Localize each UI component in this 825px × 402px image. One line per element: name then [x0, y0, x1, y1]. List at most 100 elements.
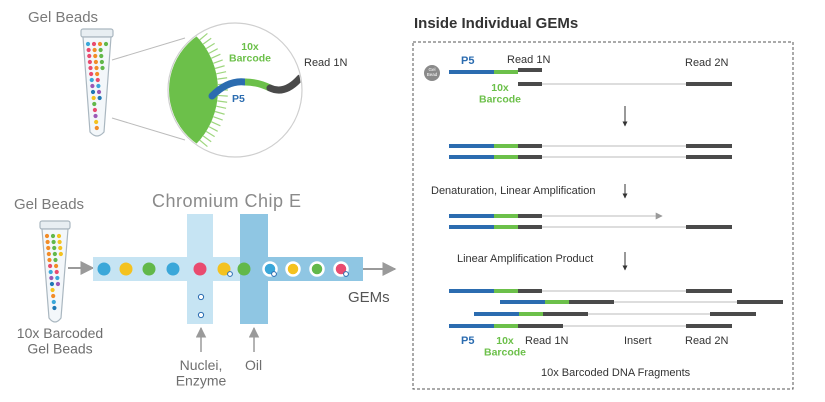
tube-gel-bead	[52, 305, 57, 311]
tube-gel-bead	[50, 287, 55, 293]
step2-label: Denaturation, Linear Amplification	[431, 185, 595, 197]
tube-gel-bead	[50, 233, 56, 239]
tube-gel-bead	[97, 41, 103, 47]
tube-gel-bead	[90, 89, 96, 95]
fragments-read2n-label: Read 2N	[685, 335, 728, 347]
nucleus	[197, 311, 205, 319]
bottom-tube-label: Gel Beads	[14, 196, 84, 213]
tube-gel-bead	[51, 299, 56, 305]
tube-gel-bead	[87, 59, 92, 65]
tube-gel-bead	[92, 47, 97, 53]
tube-gel-bead	[53, 257, 58, 263]
channel-gel-bead	[97, 262, 111, 276]
tube-gel-bead	[58, 245, 63, 251]
step2-construct	[449, 144, 732, 159]
barcoded-fragments	[449, 289, 783, 328]
tube-gel-bead	[95, 71, 100, 77]
tube-gel-bead	[85, 41, 91, 47]
tube-gel-bead	[55, 281, 61, 287]
channel-gel-bead	[119, 262, 133, 276]
nuclei-enzyme-label: Nuclei,Enzyme	[176, 357, 227, 388]
channel-gel-bead	[237, 262, 251, 276]
zoom-oligo-read1n	[266, 74, 301, 94]
gems-detail-box	[412, 41, 794, 390]
tube-gel-bead	[99, 59, 104, 65]
tube-gel-bead	[56, 233, 62, 239]
nucleus	[271, 271, 277, 277]
tube-gel-bead	[49, 275, 54, 281]
tube-gel-bead	[95, 77, 100, 83]
step3-construct	[449, 212, 732, 229]
tube-gel-bead	[49, 281, 55, 287]
tube-gel-bead	[93, 113, 98, 119]
tube-gel-bead	[44, 233, 50, 239]
tube-gel-bead	[91, 95, 96, 101]
nucleus	[197, 293, 205, 301]
tube-gel-bead	[47, 257, 52, 263]
zoom-line-bottom	[111, 117, 186, 141]
zoom-p5-label: P5	[232, 93, 245, 105]
tube-gel-bead	[52, 251, 57, 257]
tube-gel-bead	[98, 47, 103, 53]
tube-gel-bead	[99, 53, 104, 59]
tube-gel-bead	[54, 269, 59, 275]
tube-gel-bead	[86, 47, 91, 53]
fragments-insert-label: Insert	[624, 335, 652, 347]
nucleus	[227, 271, 233, 277]
tube-gel-bead	[51, 293, 56, 299]
tube-gel-bead	[87, 53, 92, 59]
fragments-caption: 10x Barcoded DNA Fragments	[541, 367, 691, 379]
zoom-read1n-label: Read 1N	[304, 57, 347, 69]
tube-gel-bead	[46, 245, 51, 251]
tube-gel-bead	[89, 71, 94, 77]
tube-gel-bead	[94, 65, 99, 71]
tube-gel-bead	[100, 65, 105, 71]
tube-gel-bead	[90, 83, 95, 89]
tube-gel-bead	[57, 239, 62, 245]
tube-gel-bead	[94, 125, 99, 131]
chromium-chip	[93, 214, 363, 324]
step1-read1n-label: Read 1N	[507, 54, 550, 66]
channel-gel-bead	[309, 261, 325, 277]
tube-gel-bead	[58, 251, 63, 257]
step1-construct	[449, 68, 732, 86]
tube-gel-bead	[93, 53, 98, 59]
tube-gel-bead	[93, 59, 98, 65]
tube-gel-bead	[51, 239, 56, 245]
oil-label: Oil	[245, 357, 262, 373]
tube-gel-bead	[89, 77, 94, 83]
chip-title: Chromium Chip E	[152, 191, 302, 211]
bottom-gel-bead-tube	[39, 220, 71, 323]
fragments-p5-label: P5	[461, 335, 474, 347]
tube-gel-bead	[88, 65, 93, 71]
step1-p5-label: P5	[461, 55, 474, 67]
fragments-read1n-label: Read 1N	[525, 335, 568, 347]
channel-gel-bead	[142, 262, 156, 276]
tube-gel-bead	[48, 269, 53, 275]
tube-gel-bead	[96, 89, 102, 95]
tube-gel-bead	[45, 239, 50, 245]
channel-gel-bead	[217, 262, 231, 276]
tube-gel-bead	[92, 101, 97, 107]
tube-gel-bead	[52, 245, 57, 251]
right-panel-title: Inside Individual GEMs	[414, 15, 578, 32]
tube-gel-bead	[55, 275, 60, 281]
zoom-line-top	[111, 37, 186, 61]
tube-gel-bead	[47, 263, 53, 269]
channel-gel-bead	[285, 261, 301, 277]
top-tube-label: Gel Beads	[28, 9, 98, 26]
channel-gel-bead	[166, 262, 180, 276]
step3-label: Linear Amplification Product	[457, 253, 593, 265]
step1-read2n-label: Read 2N	[685, 57, 728, 69]
tube-gel-bead	[103, 41, 109, 47]
nucleus	[343, 271, 349, 277]
top-gel-bead-tube	[80, 28, 114, 137]
tube-gel-bead	[92, 107, 98, 113]
tube-gel-bead	[91, 41, 97, 47]
